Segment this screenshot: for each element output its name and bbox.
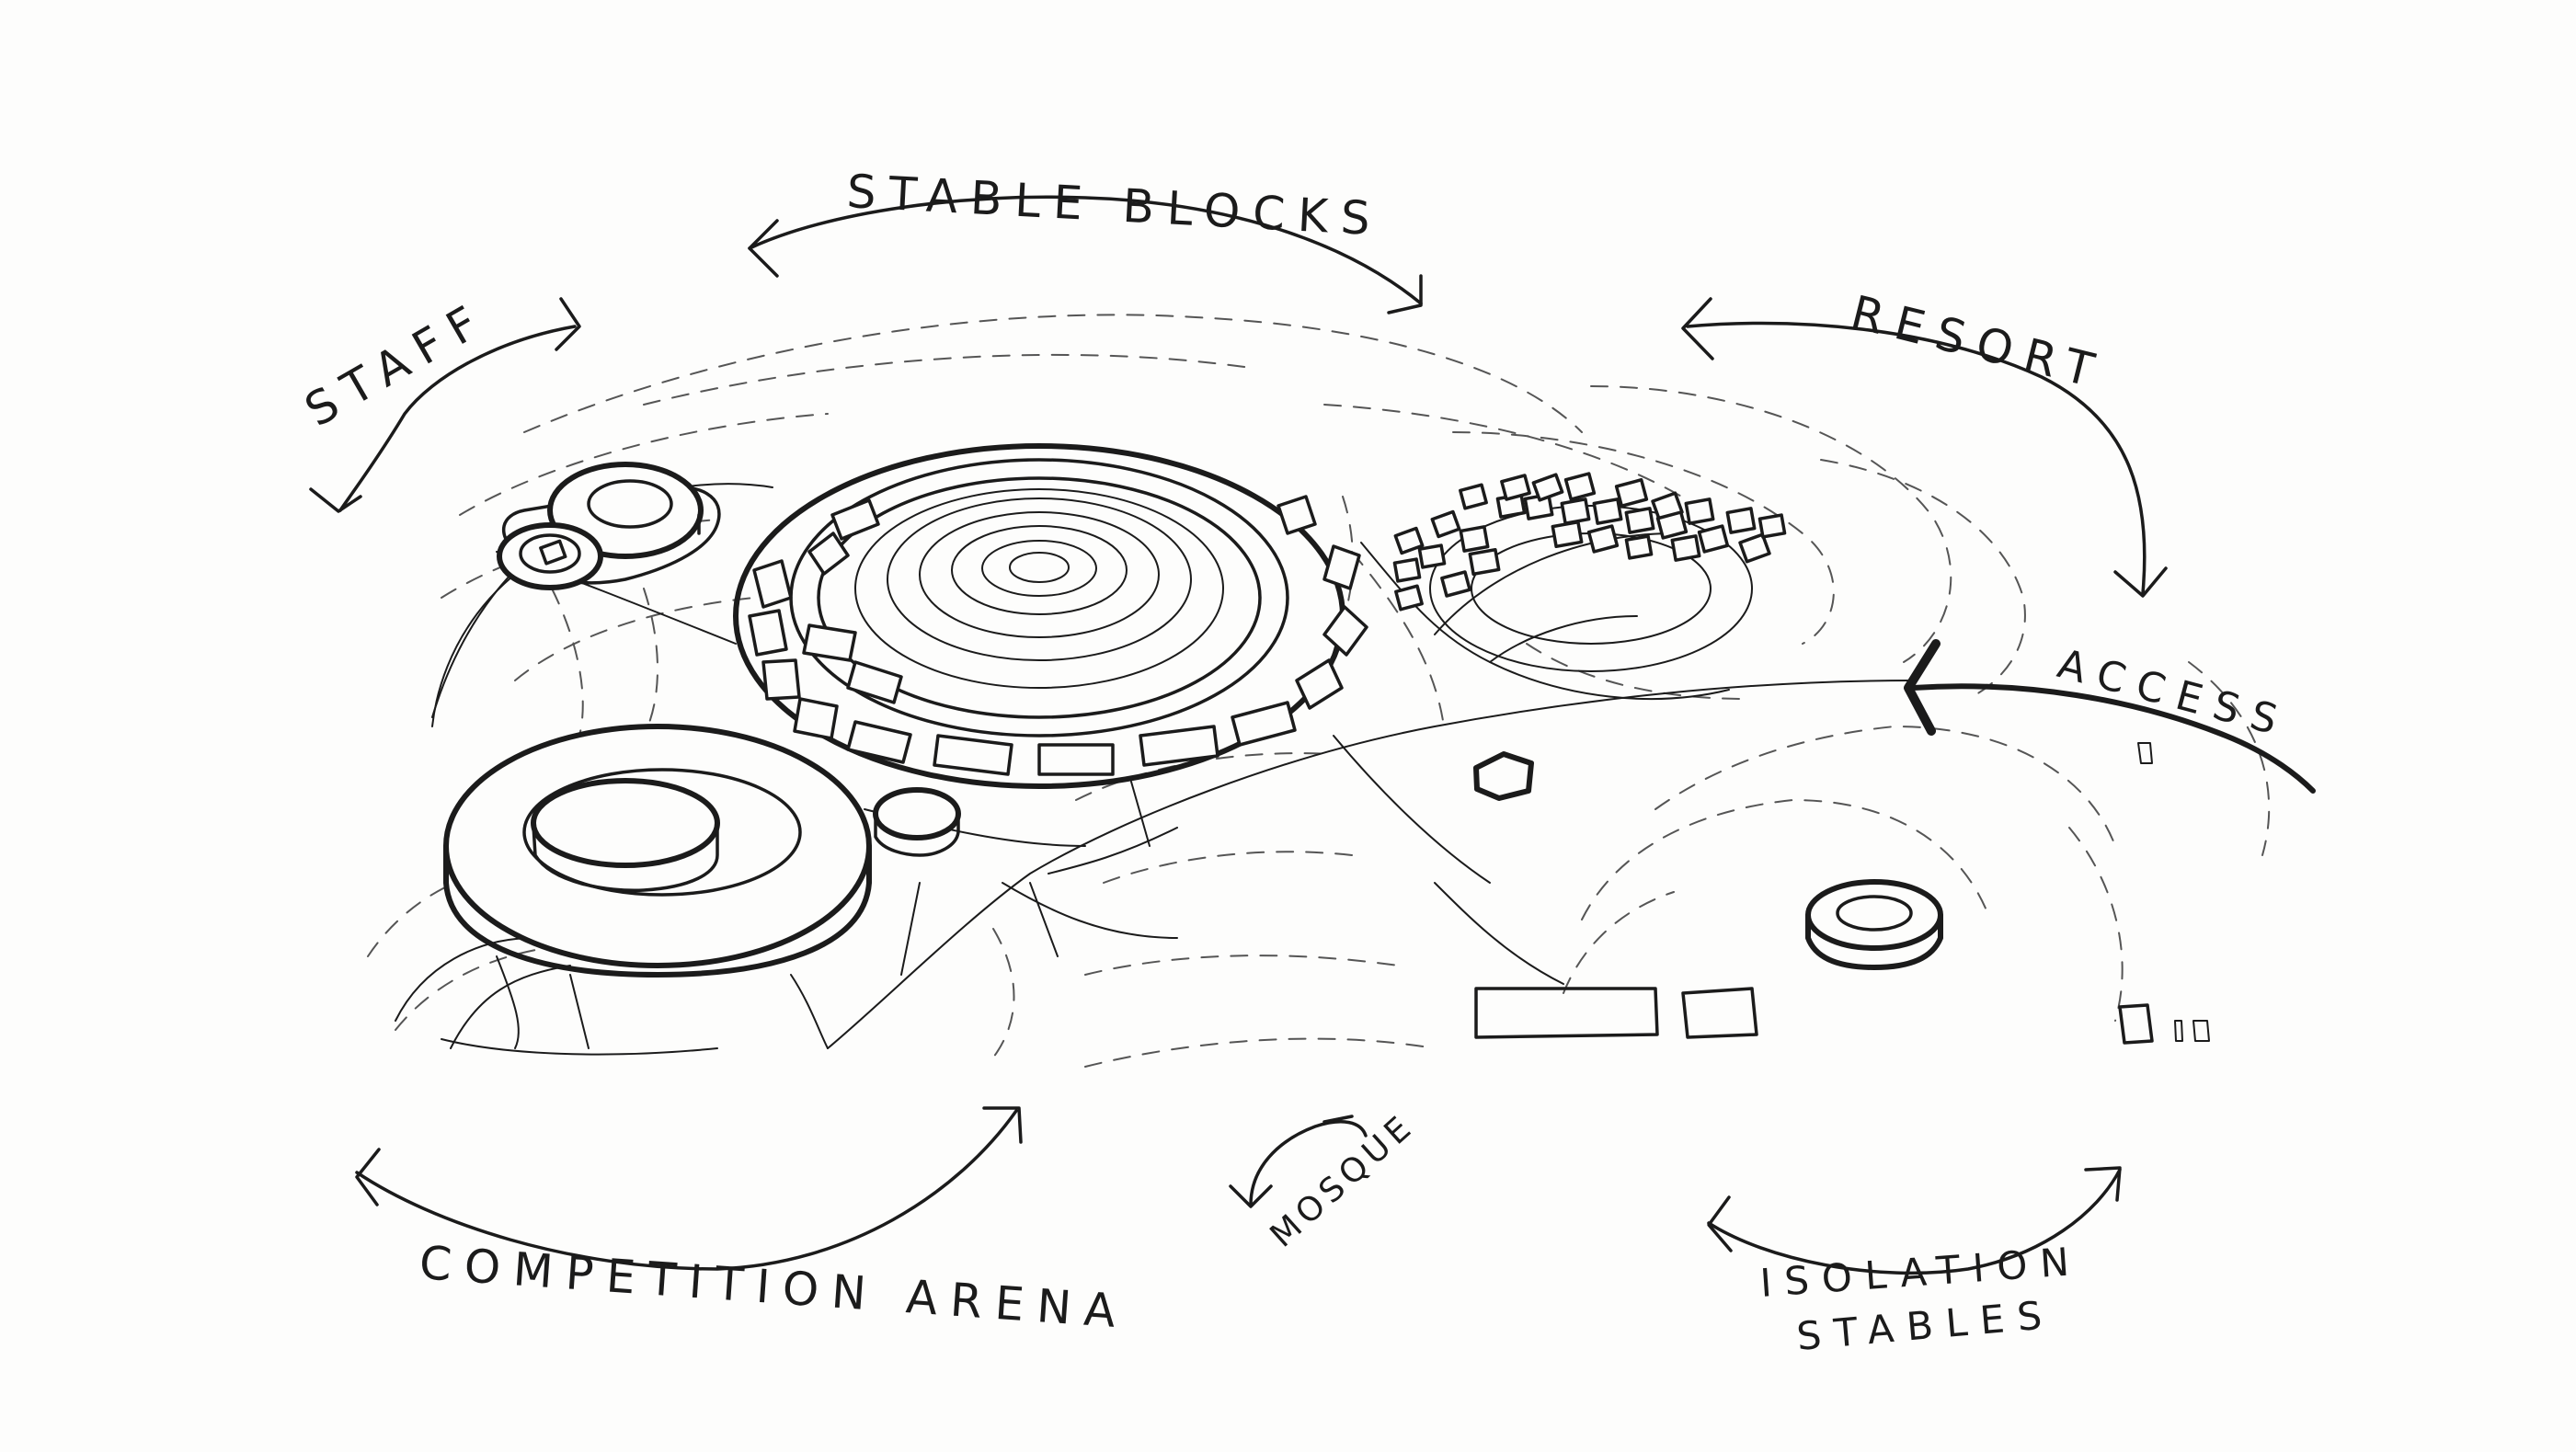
stable-blocks-complex (733, 443, 1368, 789)
label-stable-blocks: STABLE BLOCKS (845, 165, 1384, 246)
resort-villas (1392, 472, 1787, 672)
label-competition-arena: COMPETITION ARENA (418, 1236, 1130, 1339)
staff-buildings (497, 462, 721, 590)
competition-arena-structure (443, 724, 961, 978)
label-mosque: MOSQUE (1264, 1106, 1423, 1254)
access-arrow (1904, 639, 2316, 794)
label-arrows (309, 195, 2168, 1275)
label-resort: RESORT (1846, 285, 2112, 400)
label-access: ACCESS (2053, 640, 2295, 747)
isolation-stables-buildings (1474, 742, 2210, 1045)
small-building (1473, 751, 1534, 801)
label-stables: STABLES (1795, 1292, 2056, 1359)
